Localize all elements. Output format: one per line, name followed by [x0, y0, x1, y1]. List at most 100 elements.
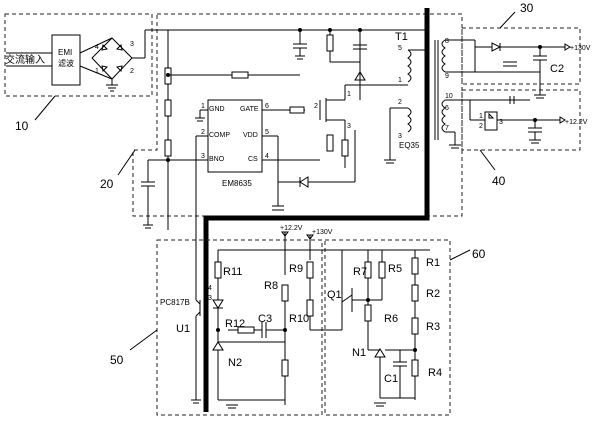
startup-resistor-2: [164, 99, 172, 117]
bno-ground-symbol: [143, 224, 153, 229]
c2-capacitor: [533, 55, 547, 61]
t1-pin-8: 8: [445, 38, 449, 45]
ic-pinnum-4: 4: [265, 153, 269, 160]
ic-pinnum-1: 1: [201, 103, 205, 110]
snubber-cap-130: [503, 61, 517, 67]
out12-label: +12.2V: [565, 119, 588, 126]
t1-pin-10: 10: [445, 93, 453, 100]
primary-winding-2: [407, 107, 412, 133]
label-50-leader: [129, 329, 158, 351]
label-20-leader: [117, 149, 136, 176]
label-20: 20: [100, 177, 114, 191]
junction-dot: [358, 28, 362, 32]
diode-130: [491, 42, 502, 52]
out12-ground-symbol: [529, 139, 541, 144]
ic-pin-cs: CS: [248, 156, 258, 163]
opto-name: U1: [176, 323, 190, 335]
emi-filter-box: [51, 34, 81, 86]
reg-pin-3: 3: [499, 119, 503, 126]
r8-resistor: [281, 284, 289, 302]
r3-label: R3: [426, 321, 440, 333]
bridge-diode-1: [101, 43, 109, 51]
transformer-label: T1: [395, 31, 408, 43]
junction-dot: [538, 45, 542, 49]
junction-dot: [533, 118, 537, 122]
isolation-barrier: [203, 8, 430, 412]
out130-arrow: [564, 43, 571, 51]
t1-pin-1: 1: [398, 77, 402, 84]
startup-resistor-3: [164, 139, 172, 157]
q1-arm-1: [341, 294, 353, 303]
secondary-winding-12: [441, 99, 446, 133]
junction-dot: [283, 328, 287, 332]
r4-resistor: [411, 359, 419, 377]
rail-12v-arrow: [281, 231, 289, 237]
out130-label: +130V: [570, 45, 591, 52]
q1-label: Q1: [327, 289, 342, 301]
emi-out-top: [79, 37, 113, 54]
vdd-capacitor: [272, 205, 284, 211]
snubber-diode: [354, 71, 366, 81]
regulator-ic: [484, 111, 498, 131]
r5-resistor: [378, 261, 386, 279]
snubber-resistor: [326, 34, 334, 52]
r2-resistor: [411, 284, 419, 302]
transformer-core: EQ35: [399, 141, 420, 150]
r7-label: R7: [353, 266, 367, 278]
block-20-border: [132, 13, 463, 217]
reg-pin-2: 2: [479, 123, 483, 130]
bus-capacitor: [293, 43, 307, 49]
rail-130-label: +130V: [312, 229, 333, 236]
regulator-diode: [488, 112, 495, 119]
ic-ground-symbol: [195, 117, 205, 122]
ic-pin-comp: COMP: [209, 132, 230, 139]
snubber-capacitor: [353, 44, 367, 50]
junction-dot: [298, 28, 302, 32]
junction-dot: [413, 348, 417, 352]
t1-pin-6: 6: [445, 105, 449, 112]
opto-led: [212, 299, 224, 309]
c1-label: C1: [384, 373, 398, 385]
ic-pinnum-6: 6: [265, 103, 269, 110]
label-60: 60: [472, 247, 486, 261]
bridge-diode-4: [115, 65, 123, 73]
opto-transistor-e: [195, 311, 201, 317]
bridge-pin-3: 3: [130, 41, 134, 48]
bridge-pin-2: 2: [130, 68, 134, 75]
r6-resistor: [364, 304, 372, 322]
bus-cap-ground: [295, 55, 305, 60]
block-30-border: [461, 27, 581, 85]
junction-dot: [328, 28, 332, 32]
label-40-leader: [479, 149, 496, 171]
ic-pin-gate: GATE: [240, 106, 259, 113]
block60-ground-symbol: [374, 402, 386, 407]
ac-input-label: 交流输入: [5, 53, 45, 66]
cs-resistor: [326, 134, 334, 152]
label-40: 40: [492, 174, 506, 188]
ic-name: EM8635: [222, 179, 252, 188]
c2-ground-symbol: [534, 94, 546, 99]
ic-pin-bno: BNO: [209, 156, 225, 163]
t1-pin-7: 7: [445, 125, 449, 132]
block-60-border: [324, 239, 451, 416]
bridge-ground-symbol: [106, 84, 118, 92]
label-10: 10: [15, 119, 29, 133]
label-60-leader: [449, 249, 471, 261]
label-30: 30: [520, 1, 534, 15]
ic-pinnum-2: 2: [201, 129, 205, 136]
primary-winding-1: [407, 49, 412, 83]
rail-12v-label: +12.2V: [280, 225, 303, 232]
bridge-diode-3: [101, 65, 109, 73]
n1-label: N1: [352, 347, 366, 359]
r6-label: R6: [384, 313, 398, 325]
c2-label: C2: [550, 63, 564, 75]
gate-resistor: [289, 106, 305, 114]
label-10-leader: [34, 95, 56, 121]
ic-pinnum-5: 5: [265, 129, 269, 136]
r12-label: R12: [225, 318, 245, 330]
n2-regulator: [212, 341, 224, 351]
mosfet-pin-1: 1: [347, 91, 351, 98]
feedback-resistor: [231, 71, 249, 79]
junction-dot: [166, 158, 170, 162]
